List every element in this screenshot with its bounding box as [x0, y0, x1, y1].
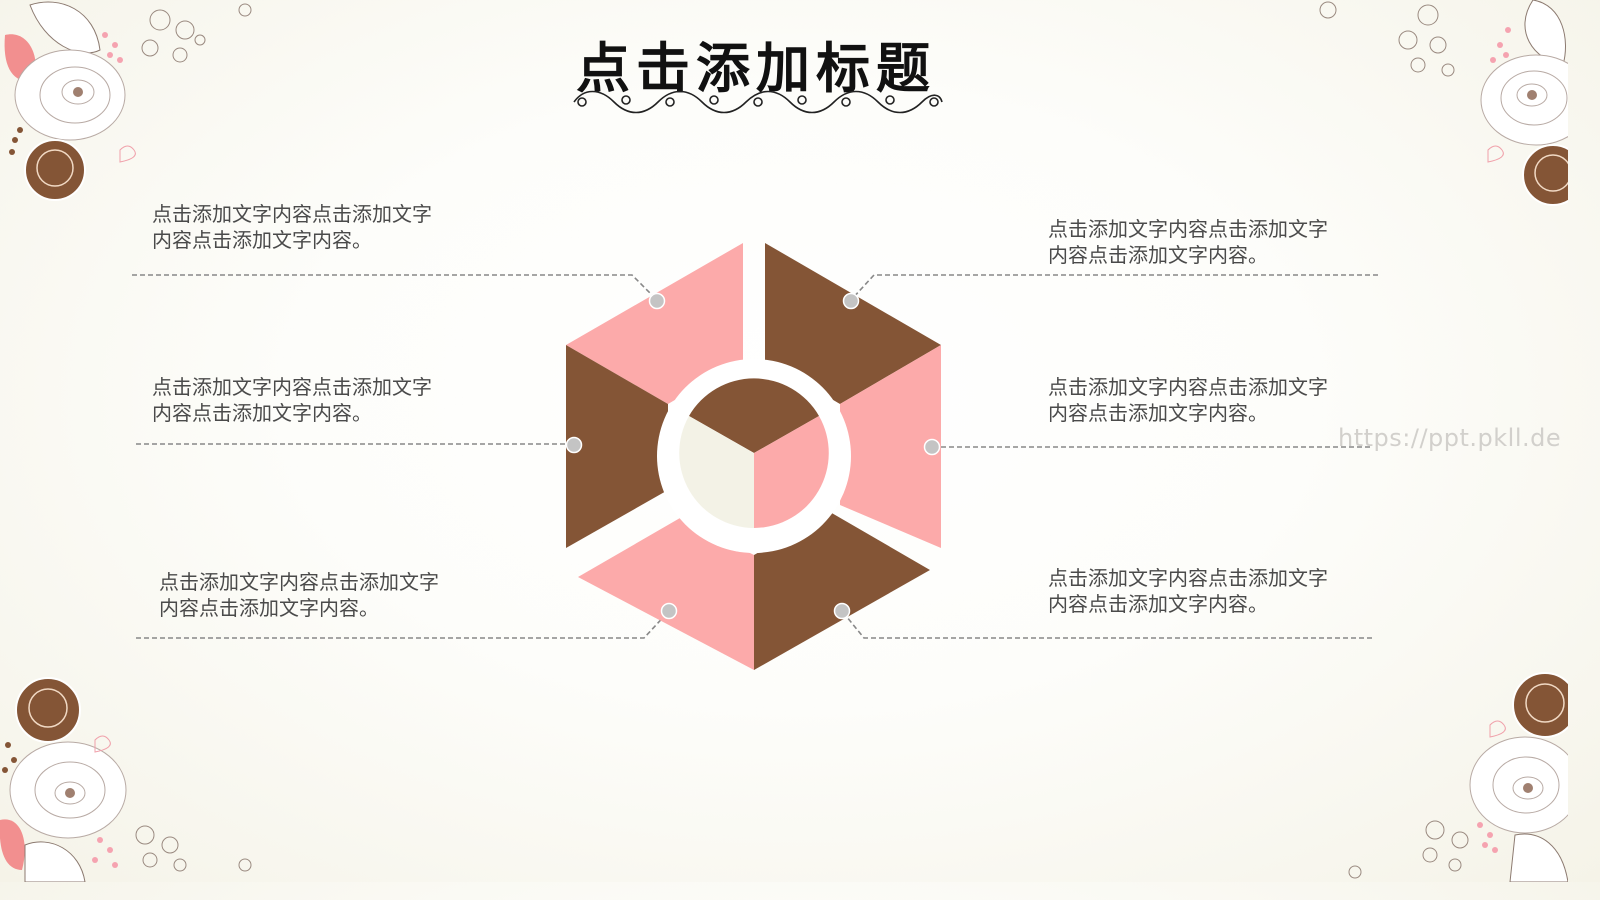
slide-title[interactable]: 点击添加标题	[576, 37, 936, 100]
segment-bottom-right	[754, 512, 930, 670]
segment-top-left	[566, 243, 743, 404]
text-line-2: 内容点击添加文字内容。	[1048, 401, 1268, 425]
floral-corner-bottom-right	[1348, 672, 1568, 882]
connector-top-left	[132, 274, 658, 301]
text-line-1: 点击添加文字内容点击添加文字	[1048, 375, 1328, 399]
dot-middle-left	[565, 436, 583, 454]
text-line-1: 点击添加文字内容点击添加文字	[159, 570, 439, 594]
text-block-top-right[interactable]: 点击添加文字内容点击添加文字 内容点击添加文字内容。	[1048, 216, 1378, 268]
floral-corner-top-left	[4, 1, 252, 201]
text-block-bottom-left[interactable]: 点击添加文字内容点击添加文字 内容点击添加文字内容。	[159, 569, 489, 621]
text-line-2: 内容点击添加文字内容。	[159, 596, 379, 620]
text-line-2: 内容点击添加文字内容。	[1048, 243, 1268, 267]
segment-left	[566, 345, 668, 548]
dot-middle-right	[923, 438, 941, 456]
title-flourish-ornament	[573, 90, 943, 114]
text-line-1: 点击添加文字内容点击添加文字	[152, 375, 432, 399]
floral-corner-top-right	[1319, 0, 1568, 206]
text-line-1: 点击添加文字内容点击添加文字	[1048, 217, 1328, 241]
connector-bottom-right	[841, 610, 1372, 639]
hexagon-diagram	[132, 243, 1378, 670]
floral-corner-bottom-left	[0, 677, 252, 882]
connector-top-right	[850, 274, 1378, 301]
segment-bottom-left	[578, 518, 754, 670]
text-line-1: 点击添加文字内容点击添加文字	[1048, 566, 1328, 590]
segment-top-right	[765, 243, 941, 404]
dot-bottom-right	[833, 602, 851, 620]
text-block-middle-right[interactable]: 点击添加文字内容点击添加文字 内容点击添加文字内容。	[1048, 374, 1378, 426]
text-line-2: 内容点击添加文字内容。	[1048, 592, 1268, 616]
segment-right	[840, 345, 941, 548]
inner-sector-top	[689, 378, 819, 453]
text-block-bottom-right[interactable]: 点击添加文字内容点击添加文字 内容点击添加文字内容。	[1048, 565, 1378, 617]
inner-disc	[679, 378, 829, 528]
text-line-2: 内容点击添加文字内容。	[152, 401, 372, 425]
watermark-url: https://ppt.pkll.de	[1338, 424, 1562, 452]
dot-top-right	[842, 292, 860, 310]
hexagon-segments	[566, 243, 941, 670]
text-line-1: 点击添加文字内容点击添加文字	[152, 202, 432, 226]
text-line-2: 内容点击添加文字内容。	[152, 228, 372, 252]
dot-top-left	[648, 292, 666, 310]
dot-bottom-left	[660, 602, 678, 620]
text-block-top-left[interactable]: 点击添加文字内容点击添加文字 内容点击添加文字内容。	[152, 201, 482, 253]
text-block-middle-left[interactable]: 点击添加文字内容点击添加文字 内容点击添加文字内容。	[152, 374, 482, 426]
inner-sector-left	[679, 416, 754, 528]
inner-sector-right	[754, 416, 829, 528]
connector-dots	[565, 292, 941, 620]
